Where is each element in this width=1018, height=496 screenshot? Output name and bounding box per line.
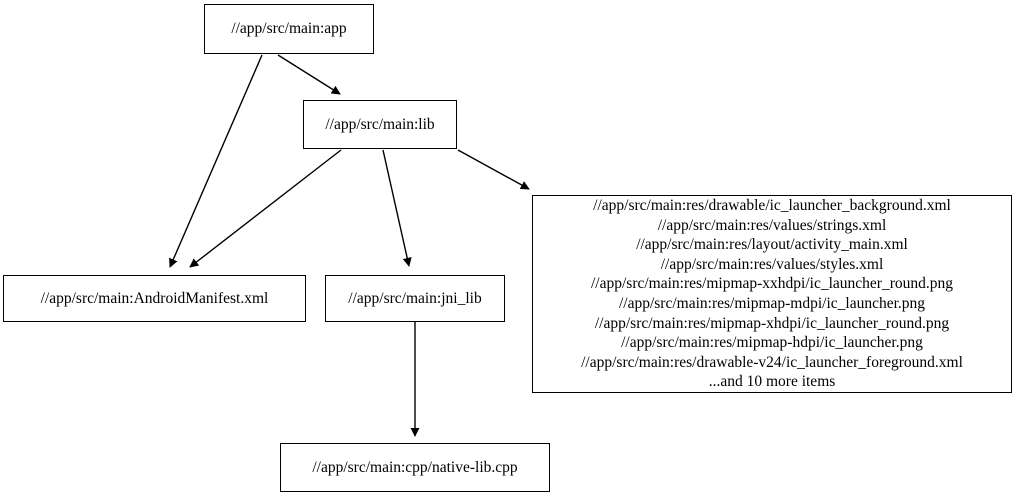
edge-lib-to-androidmanifest xyxy=(189,149,342,268)
node-native-lib-cpp-label: //app/src/main:cpp/native-lib.cpp xyxy=(312,458,518,476)
node-androidmanifest[interactable]: //app/src/main:AndroidManifest.xml xyxy=(3,275,306,322)
node-androidmanifest-label: //app/src/main:AndroidManifest.xml xyxy=(40,289,269,307)
node-lib-label: //app/src/main:lib xyxy=(325,115,435,133)
node-jni-lib-label: //app/src/main:jni_lib xyxy=(348,289,482,307)
node-resources[interactable]: //app/src/main:res/drawable/ic_launcher_… xyxy=(532,195,1012,393)
edge-app-to-androidmanifest xyxy=(169,54,263,268)
node-app-label: //app/src/main:app xyxy=(231,20,347,38)
edge-lib-to-jni-lib xyxy=(382,149,412,267)
node-lib[interactable]: //app/src/main:lib xyxy=(303,100,457,149)
edge-lib-to-resources xyxy=(457,149,530,190)
node-app[interactable]: //app/src/main:app xyxy=(204,4,374,54)
node-resources-label: //app/src/main:res/drawable/ic_launcher_… xyxy=(581,197,963,391)
node-jni-lib[interactable]: //app/src/main:jni_lib xyxy=(325,275,505,322)
node-native-lib-cpp[interactable]: //app/src/main:cpp/native-lib.cpp xyxy=(280,443,550,492)
edge-app-to-lib xyxy=(277,54,341,95)
